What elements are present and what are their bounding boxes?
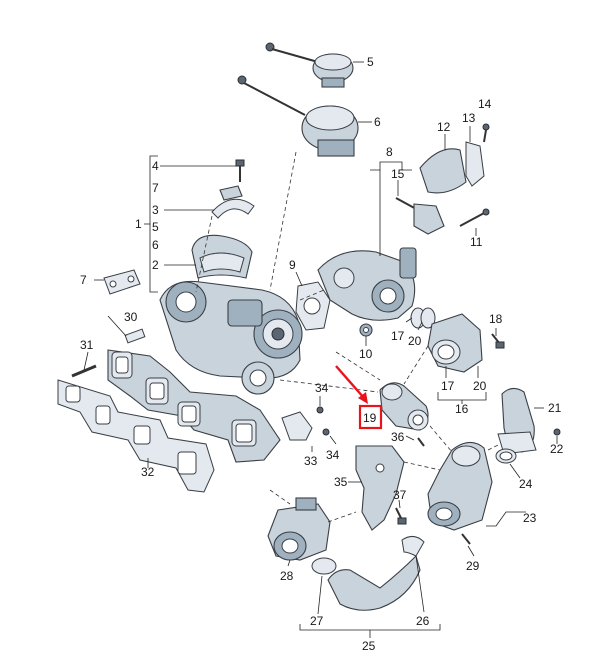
highlight-box [358,404,383,430]
callout-6-actuator: 6 [374,115,381,129]
callout-17-lower: 17 [441,379,455,393]
callout-26: 26 [416,614,430,628]
vacuum-actuator-large [237,75,359,157]
manifold-gasket [57,379,215,493]
callout-29: 29 [466,559,480,573]
callout-24: 24 [519,477,533,491]
callout-14: 14 [478,97,492,111]
callout-19-highlighted: 19 [363,411,377,425]
callout-21: 21 [548,401,562,415]
callout-13: 13 [462,111,476,125]
callout-15: 15 [391,167,405,181]
callout-22: 22 [550,442,564,456]
callout-11: 11 [470,235,483,249]
callout-5-actuator: 5 [367,55,374,69]
callout-31: 31 [80,338,94,352]
callout-18: 18 [489,312,503,326]
exhaust-manifold [107,349,281,463]
callout-28: 28 [280,569,294,583]
callout-36: 36 [391,430,405,444]
callout-6-group: 6 [152,238,159,252]
assembly-lines [195,151,501,523]
callout-12: 12 [437,120,451,134]
callout-37: 37 [393,488,407,502]
pipe-19 [379,382,429,431]
callout-9: 9 [289,258,296,272]
callout-34-lower: 34 [326,448,340,462]
turbocharger-main [159,280,303,395]
callout-32: 32 [141,465,155,479]
callout-34-upper: 34 [315,381,329,395]
callout-30: 30 [124,310,138,324]
callout-10: 10 [359,347,373,361]
callout-27: 27 [310,614,324,628]
callout-7-group: 7 [152,181,159,195]
vacuum-actuator-small [265,42,354,88]
illustration [57,42,561,611]
wastegate-housing [427,441,493,531]
callout-8: 8 [386,145,393,159]
callout-5-group: 5 [152,220,159,234]
throttle-housing [267,497,331,561]
callout-23: 23 [523,511,537,525]
callout-1: 1 [135,217,142,231]
callout-3-group: 3 [152,203,159,217]
callout-7-gasket: 7 [80,273,87,287]
callout-20-lower: 20 [473,379,487,393]
highlight-arrow [335,365,368,404]
callout-25: 25 [362,639,376,653]
callout-33: 33 [304,454,318,468]
callout-17-upper: 17 [391,329,405,343]
callout-20-upper: 20 [408,334,422,348]
callout-labels: 5 6 14 13 12 8 4 7 15 3 1 5 6 11 2 9 7 3… [80,55,564,653]
turbocharger-secondary [317,247,417,321]
callout-35: 35 [334,475,348,489]
callout-4: 4 [152,159,159,173]
leader-lines [83,61,558,638]
callout-2: 2 [152,258,159,272]
callout-16: 16 [455,402,469,416]
